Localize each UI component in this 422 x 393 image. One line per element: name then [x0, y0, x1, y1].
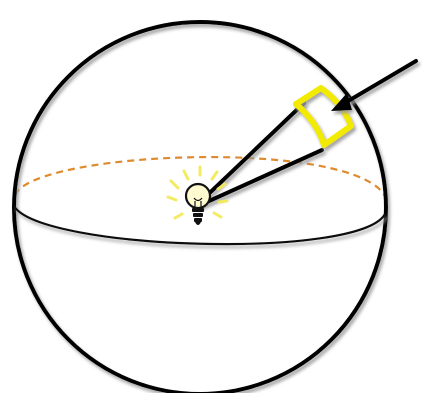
surface-patch: [296, 88, 351, 145]
ray-upper: [198, 103, 304, 204]
direction-arrow: [331, 61, 416, 111]
